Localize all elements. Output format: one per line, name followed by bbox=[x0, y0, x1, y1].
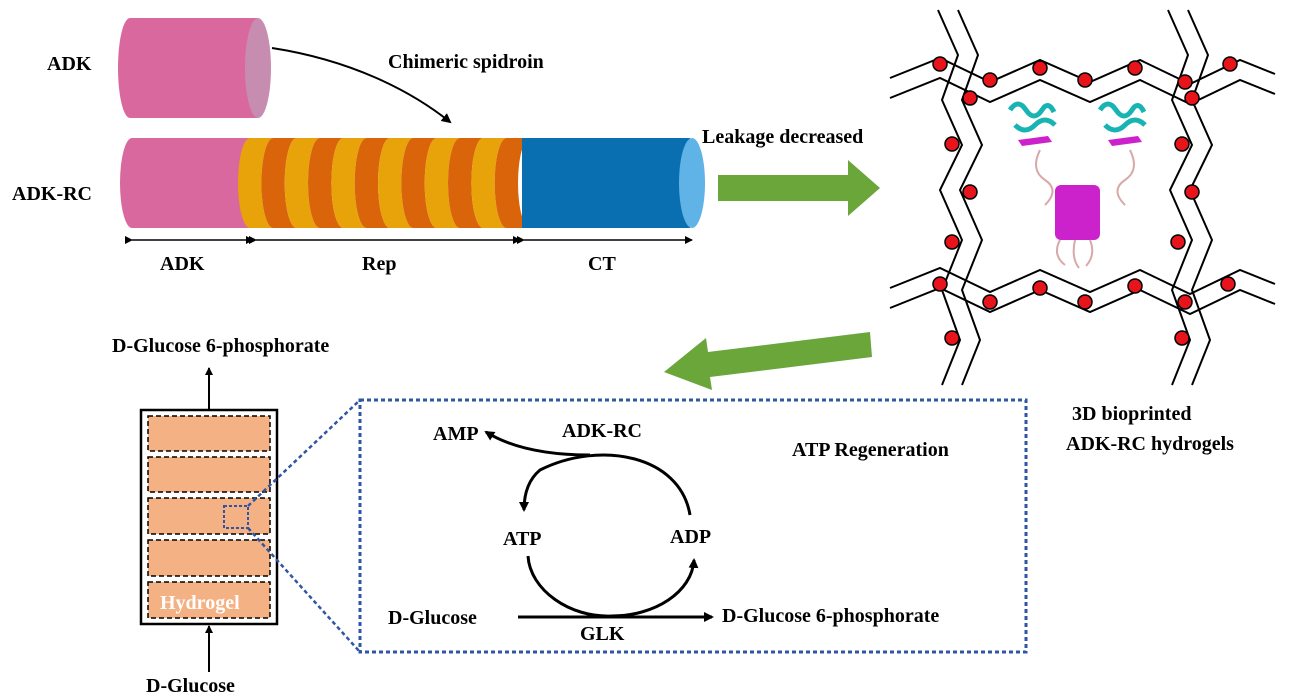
crosslink-bead bbox=[1077, 294, 1093, 310]
g6p-cycle-label: D-Glucose 6-phosphorate bbox=[722, 605, 939, 627]
crosslink-bead bbox=[1177, 294, 1193, 310]
crosslink-bead bbox=[932, 56, 948, 72]
chimeric-arrow bbox=[271, 47, 452, 124]
atp-regeneration-label: ATP Regeneration bbox=[792, 439, 949, 461]
adp-label: ADP bbox=[670, 526, 711, 548]
crosslink-bead bbox=[1127, 60, 1143, 76]
rep-segment bbox=[238, 138, 274, 228]
rep-segment bbox=[308, 138, 344, 228]
reactor-column bbox=[139, 408, 279, 626]
crosslink-bead bbox=[932, 276, 948, 292]
rep-segments bbox=[238, 138, 530, 228]
glk-label: GLK bbox=[580, 623, 625, 645]
atp-cycle bbox=[484, 430, 714, 622]
atp-label: ATP bbox=[503, 528, 542, 550]
crosslink-bead bbox=[982, 72, 998, 88]
crosslink-bead bbox=[1222, 56, 1238, 72]
hydrogel-network bbox=[889, 9, 1276, 386]
rep-segment bbox=[424, 138, 460, 228]
hydrogel-label: Hydrogel bbox=[160, 592, 240, 614]
rep-segment bbox=[284, 138, 320, 228]
protein-structure bbox=[1007, 101, 1147, 269]
crosslink-bead bbox=[1127, 278, 1143, 294]
rep-segment bbox=[331, 138, 367, 228]
adk-rc-cylinder bbox=[120, 138, 705, 228]
rep-segment bbox=[448, 138, 484, 228]
adk-rc-cycle-label: ADK-RC bbox=[562, 420, 642, 442]
rep-segment bbox=[494, 138, 530, 228]
crosslink-bead bbox=[1177, 74, 1193, 90]
rep-segment bbox=[354, 138, 390, 228]
adk-rc-label: ADK-RC bbox=[12, 183, 92, 205]
rep-segment bbox=[401, 138, 437, 228]
bioprinted-label-line2: ADK-RC hydrogels bbox=[1066, 433, 1234, 455]
crosslink-bead bbox=[944, 234, 960, 250]
crosslink-bead bbox=[962, 90, 978, 106]
leakage-decreased-label: Leakage decreased bbox=[702, 126, 863, 148]
crosslink-bead bbox=[944, 136, 960, 152]
dglucose-bottom-label: D-Glucose bbox=[146, 675, 235, 697]
adk-top-label: ADK bbox=[47, 53, 92, 75]
crosslink-bead bbox=[1170, 234, 1186, 250]
green-arrow-right bbox=[718, 160, 880, 216]
crosslink-bead bbox=[1174, 330, 1190, 346]
rep-segment bbox=[471, 138, 507, 228]
amp-label: AMP bbox=[433, 423, 479, 445]
g6p-top-label: D-Glucose 6-phosphorate bbox=[112, 335, 329, 357]
crosslink-bead bbox=[1220, 276, 1236, 292]
crosslink-bead bbox=[1032, 280, 1048, 296]
adk-cylinder bbox=[118, 18, 271, 118]
atp-regeneration-box bbox=[358, 398, 1028, 654]
crosslink-bead bbox=[962, 184, 978, 200]
crosslink-bead bbox=[944, 330, 960, 346]
crosslink-bead bbox=[1184, 90, 1200, 106]
rep-segment bbox=[261, 138, 297, 228]
crosslink-bead bbox=[982, 294, 998, 310]
dglucose-cycle-label: D-Glucose bbox=[388, 607, 477, 629]
bioprinted-label-line1: 3D bioprinted bbox=[1072, 403, 1191, 425]
crosslink-bead bbox=[1077, 72, 1093, 88]
crosslink-bead bbox=[1174, 136, 1190, 152]
rep-segment bbox=[378, 138, 414, 228]
zoom-line-top bbox=[247, 399, 361, 507]
crosslink-bead bbox=[1032, 60, 1048, 76]
seg-rep-label: Rep bbox=[362, 253, 396, 275]
chimeric-spidroin-label: Chimeric spidroin bbox=[388, 51, 544, 73]
seg-adk-label: ADK bbox=[160, 253, 205, 275]
seg-ct-label: CT bbox=[588, 253, 616, 275]
crosslink-bead bbox=[1184, 184, 1200, 200]
green-arrow-left bbox=[664, 332, 872, 390]
